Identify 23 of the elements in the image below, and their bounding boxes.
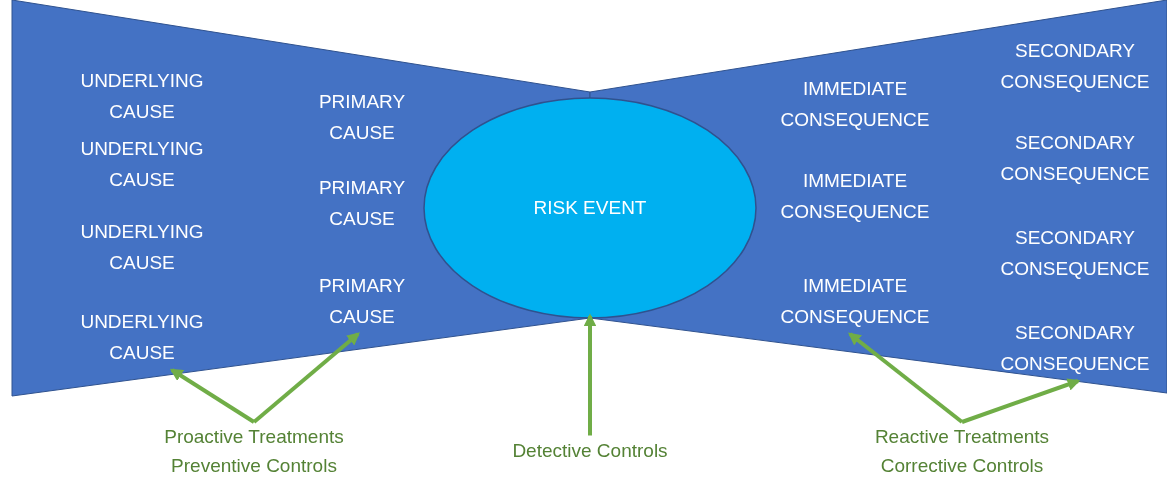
node-label: PRIMARY CAUSE: [297, 270, 427, 332]
node-label: IMMEDIATE CONSEQUENCE: [767, 73, 943, 135]
node-label: UNDERLYING CAUSE: [62, 306, 222, 368]
node-label: PRIMARY CAUSE: [297, 86, 427, 148]
node-label: IMMEDIATE CONSEQUENCE: [767, 270, 943, 332]
arrow: [252, 332, 360, 424]
node-label: SECONDARY CONSEQUENCE: [987, 222, 1163, 284]
node-label: SECONDARY CONSEQUENCE: [987, 127, 1163, 189]
node-label: UNDERLYING CAUSE: [62, 133, 222, 195]
node-label: IMMEDIATE CONSEQUENCE: [767, 165, 943, 227]
arrow: [961, 378, 1081, 424]
arrow: [169, 368, 256, 424]
node-label: UNDERLYING CAUSE: [62, 65, 222, 127]
node-label: SECONDARY CONSEQUENCE: [987, 317, 1163, 379]
node-label: SECONDARY CONSEQUENCE: [987, 35, 1163, 97]
control-label: Proactive Treatments Preventive Controls: [124, 422, 384, 478]
node-label: RISK EVENT: [533, 197, 647, 219]
arrow: [848, 332, 964, 424]
control-label: Detective Controls: [480, 435, 700, 465]
node-label: PRIMARY CAUSE: [297, 172, 427, 234]
node-label: UNDERLYING CAUSE: [62, 216, 222, 278]
control-label: Reactive Treatments Corrective Controls: [832, 422, 1092, 478]
risk-event-ellipse: [424, 98, 756, 318]
